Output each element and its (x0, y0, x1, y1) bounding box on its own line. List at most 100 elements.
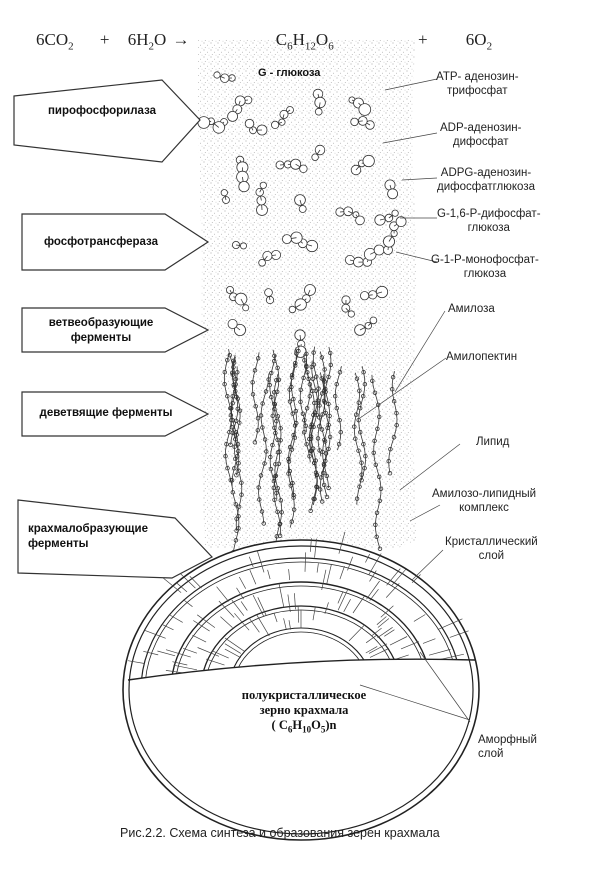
grain-chain (352, 595, 365, 614)
grain-chain (365, 553, 371, 563)
grain-chain (369, 570, 377, 582)
amylose-amylopectin-chains (222, 345, 399, 555)
enzyme-label-phosphotransferase: фосфотрансфераза (43, 236, 159, 248)
glucan-chain (228, 354, 240, 447)
growth-rings (140, 557, 462, 680)
grain-chain (162, 577, 182, 593)
grain-chain (157, 650, 176, 657)
grain-chain (224, 643, 241, 654)
molecule-cluster (341, 295, 355, 318)
grain-chain (339, 565, 345, 580)
enzyme-label-starch-forming: крахмалобразующие ферменты (28, 523, 148, 550)
grain-chain (196, 614, 216, 628)
molecule-cluster (281, 231, 319, 253)
grain-chain (144, 629, 166, 639)
enzyme-label-debranching: деветвящие ферменты (39, 407, 173, 419)
grain-chain (437, 618, 463, 630)
molecule-cluster (350, 154, 375, 176)
grain-chain (283, 618, 287, 630)
grain-chain (176, 582, 188, 593)
molecule-cluster (335, 206, 365, 226)
molecule-cluster (382, 216, 407, 255)
grain-chain (294, 593, 296, 610)
grain-chain (411, 574, 421, 584)
grain-chain (224, 637, 245, 652)
starch-grain-rim (128, 545, 474, 835)
molecule-cluster (344, 244, 385, 268)
grain-chain (422, 638, 436, 644)
molecule-cluster (264, 288, 275, 305)
grain-chain (380, 605, 394, 618)
glucan-chain (256, 373, 271, 526)
molecule-cluster (258, 249, 281, 267)
enzyme-label-pyrophosphorylase: пирофосфорилаза (47, 105, 157, 117)
grain-chain (249, 618, 260, 633)
grain-chain (413, 614, 426, 622)
grain-chain (369, 648, 389, 658)
grain-label-line1: полукристаллическое (241, 688, 367, 702)
label-lipid: Липид (476, 436, 510, 448)
grain-chain (220, 616, 233, 628)
grain-chain (324, 602, 329, 614)
grain-chain (236, 587, 244, 600)
grain-chain (234, 613, 250, 631)
grain-chain (256, 614, 270, 637)
plus-sign-2: + (417, 30, 428, 49)
glucan-chain (386, 371, 399, 476)
molecule-cluster (350, 116, 375, 130)
glucan-chain (352, 372, 364, 505)
grain-chain (389, 636, 408, 646)
reactant-co2: 6CO2 (36, 30, 74, 53)
grain-chain (376, 616, 387, 625)
grain-chain (205, 658, 225, 666)
grain-chain (314, 538, 317, 558)
molecule-cluster (255, 181, 268, 216)
glucan-chain (370, 374, 384, 551)
grain-label-line2: зерно крахмала (259, 703, 349, 717)
grain-chain (267, 569, 271, 580)
growth-ring-inner (174, 585, 428, 680)
molecule-cluster (197, 116, 228, 134)
glucan-chain (320, 373, 332, 491)
molecule-cluster (311, 144, 326, 161)
molecule-cluster (288, 284, 316, 314)
grain-chain (216, 586, 229, 602)
grain-chain (273, 612, 278, 623)
growth-ring-inner (232, 631, 370, 680)
label-amylose-lipid-complex: Амилозо-липидный комплекс (432, 488, 537, 514)
grain-chain (128, 659, 145, 664)
enzyme-label-branching: ветвеобразующие ферменты (48, 317, 154, 344)
reaction-equation: 6CO2 + 6H2O → C6H12O6 + 6O2 (36, 30, 492, 52)
growth-ring (170, 581, 432, 680)
product-glucose-formula: C6H12O6 (275, 30, 334, 53)
grain-chain (287, 594, 291, 612)
growth-ring-inner (144, 561, 458, 680)
figure-caption: Рис.2.2. Схема синтеза и образования зер… (120, 826, 440, 840)
label-g1p: G-1-Р-монофосфат- глюкоза (431, 254, 539, 280)
grain-chain (369, 588, 379, 601)
starch-grain-outer (122, 539, 480, 841)
grain-chain (197, 647, 220, 657)
grain-chain (224, 648, 241, 659)
grain-chain (297, 606, 300, 623)
molecule-cluster (235, 155, 250, 193)
molecule-cluster (312, 88, 326, 116)
label-amylose: Амилоза (448, 303, 495, 315)
molecule-cluster (220, 189, 230, 204)
grain-chain (321, 569, 327, 590)
leader-lines (359, 78, 471, 723)
grain-chain (172, 661, 188, 666)
grain-chain (238, 576, 247, 589)
grain-chain (365, 646, 378, 654)
enzyme-arrow-branching (21, 307, 210, 353)
grain-chain (365, 634, 377, 644)
grain-chain (252, 595, 265, 617)
glucan-chain (272, 374, 284, 551)
label-amorphous-layer: Аморфный слой (478, 734, 537, 760)
grain-chain (338, 531, 346, 554)
glucan-chain (222, 354, 234, 487)
grain-chain (248, 556, 254, 568)
grain-chain (192, 634, 207, 643)
grain-chain (428, 649, 451, 656)
